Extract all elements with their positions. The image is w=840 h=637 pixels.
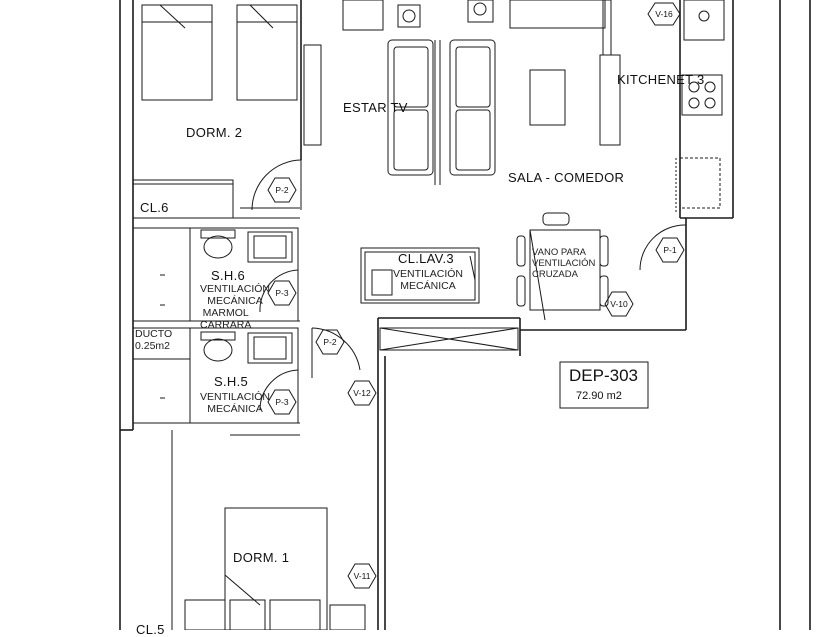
dorm1 xyxy=(171,430,366,630)
room-label-sh6: S.H.6 xyxy=(211,268,246,283)
room-label-kitchen: KITCHENET 3 xyxy=(617,72,705,87)
note-ducto: DUCTO 0.25m2 xyxy=(135,328,172,352)
tag-v11: V-11 xyxy=(353,571,371,581)
kitchen xyxy=(675,0,725,212)
tag-p2-dorm2: P-2 xyxy=(275,185,289,195)
tag-hexagons xyxy=(267,2,685,589)
dining-table xyxy=(516,212,609,321)
note-vano-line1: VANO PARA xyxy=(532,247,587,258)
note-vano: VANO PARA VENTILACIÓN CRUZADA xyxy=(532,247,595,280)
unit-code: DEP-303 xyxy=(569,366,638,385)
tag-p3-sh5: P-3 xyxy=(275,397,289,407)
room-label-sala: SALA - COMEDOR xyxy=(508,170,625,185)
door-p3 xyxy=(259,269,299,411)
tag-p1: P-1 xyxy=(663,245,677,255)
note-vent-sh6-line2: MECÁNICA xyxy=(207,295,263,307)
room-label-cllav: CL.LAV.3 xyxy=(398,251,454,266)
note-ducto-line1: DUCTO xyxy=(135,328,173,340)
door-p2-hall xyxy=(311,327,361,378)
estar-sofas xyxy=(342,0,621,185)
door-p2-dorm2 xyxy=(251,159,302,211)
note-vent-sh6: VENTILACIÓN MECÁNICA xyxy=(200,283,270,307)
tag-v10: V-10 xyxy=(610,299,628,309)
unit-area: 72.90 m2 xyxy=(576,390,622,402)
note-vent-sh6-line1: VENTILACIÓN xyxy=(200,283,271,295)
note-vano-line3: CRUZADA xyxy=(532,269,578,280)
note-vent-lav-line1: VENTILACIÓN xyxy=(393,268,464,280)
note-marmol-line1: MARMOL xyxy=(202,307,249,319)
note-vent-sh5-line1: VENTILACIÓN xyxy=(200,391,271,403)
note-marmol-line2: CARRARA xyxy=(200,319,252,331)
room-label-sh5: S.H.5 xyxy=(214,374,249,389)
note-marmol: MARMOL CARRARA xyxy=(200,307,251,331)
laundry xyxy=(360,247,519,351)
tag-p2-hall: P-2 xyxy=(323,337,337,347)
room-label-estar: ESTAR TV xyxy=(343,100,408,115)
tag-p3-sh6: P-3 xyxy=(275,288,289,298)
dorm2-beds xyxy=(141,4,322,146)
note-vent-lav: VENTILACIÓN MECÁNICA xyxy=(393,268,463,292)
note-vent-sh5: VENTILACIÓN MECÁNICA xyxy=(200,391,270,415)
room-label-cl6: CL.6 xyxy=(140,200,169,215)
note-vent-sh5-line2: MECÁNICA xyxy=(207,403,263,415)
tag-v12: V-12 xyxy=(353,388,371,398)
room-label-dorm1: DORM. 1 xyxy=(233,550,290,565)
note-ducto-line2: 0.25m2 xyxy=(135,340,171,352)
note-vano-line2: VENTILACIÓN xyxy=(532,258,596,269)
note-vent-lav-line2: MECÁNICA xyxy=(400,280,456,292)
door-p1 xyxy=(639,224,687,271)
tag-v16: V-16 xyxy=(655,9,673,19)
closet-cl6 xyxy=(132,179,300,219)
room-label-dorm2: DORM. 2 xyxy=(186,125,243,140)
